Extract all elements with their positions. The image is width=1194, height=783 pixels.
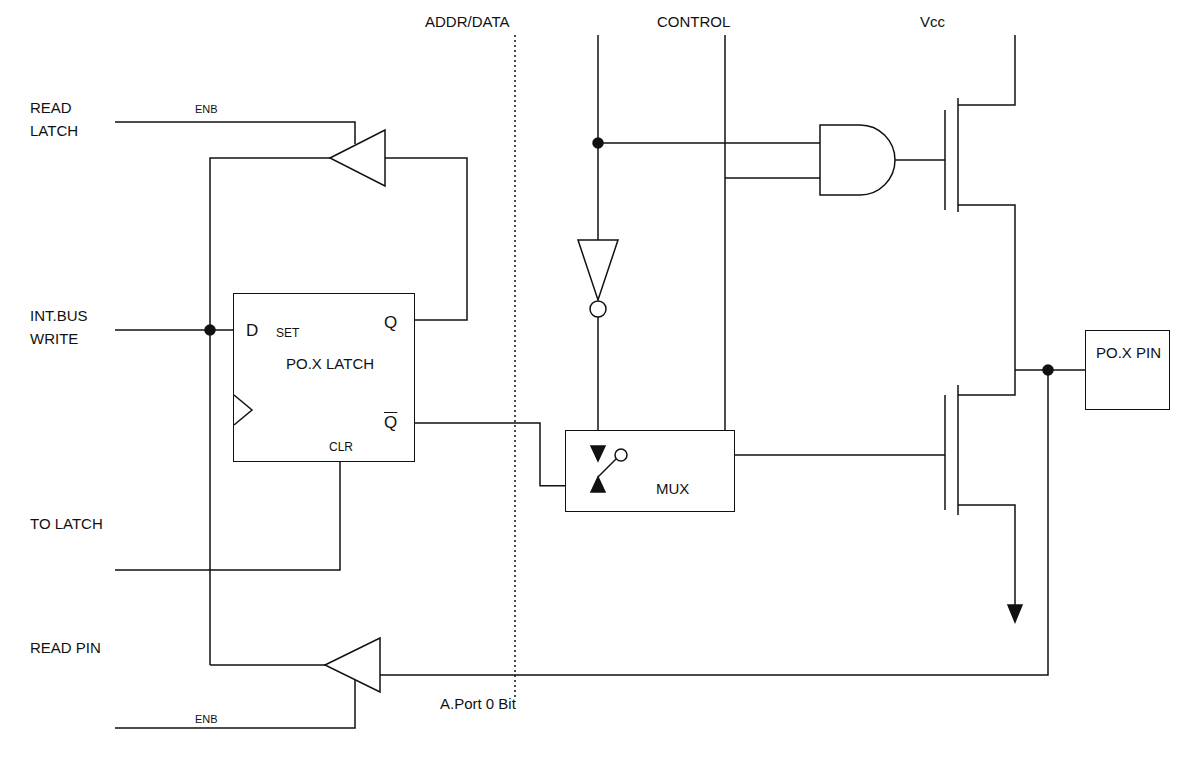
mux-label: MUX — [656, 479, 689, 499]
supply-label: Vcc — [920, 10, 945, 33]
caption-label: A.Port 0 Bit — [440, 692, 516, 715]
clr-label: CLR — [329, 440, 353, 456]
signal-name: INT.BUS WRITE — [30, 304, 110, 351]
d-input: D — [246, 320, 258, 342]
set-label: SET — [276, 326, 299, 342]
latch-box: D SET Q PO.X LATCH Q CLR — [233, 293, 415, 462]
q-output: Q — [384, 312, 397, 334]
q-bar-output: Q — [384, 412, 397, 434]
pin-label: PO.X PIN — [1096, 343, 1162, 363]
mux-box: MUX — [565, 430, 735, 512]
latch-name: PO.X LATCH — [286, 354, 376, 374]
signal-name: READ LATCH — [30, 96, 110, 143]
pin-box: PO.X PIN — [1085, 330, 1170, 410]
enable-label: ENB — [195, 711, 218, 728]
signal-name: READ PIN — [30, 636, 110, 659]
enable-label: ENB — [195, 101, 218, 118]
signal-name: CONTROL — [657, 10, 730, 33]
signal-name: TO LATCH — [30, 512, 110, 535]
bus-label: ADDR/DATA — [425, 10, 509, 33]
